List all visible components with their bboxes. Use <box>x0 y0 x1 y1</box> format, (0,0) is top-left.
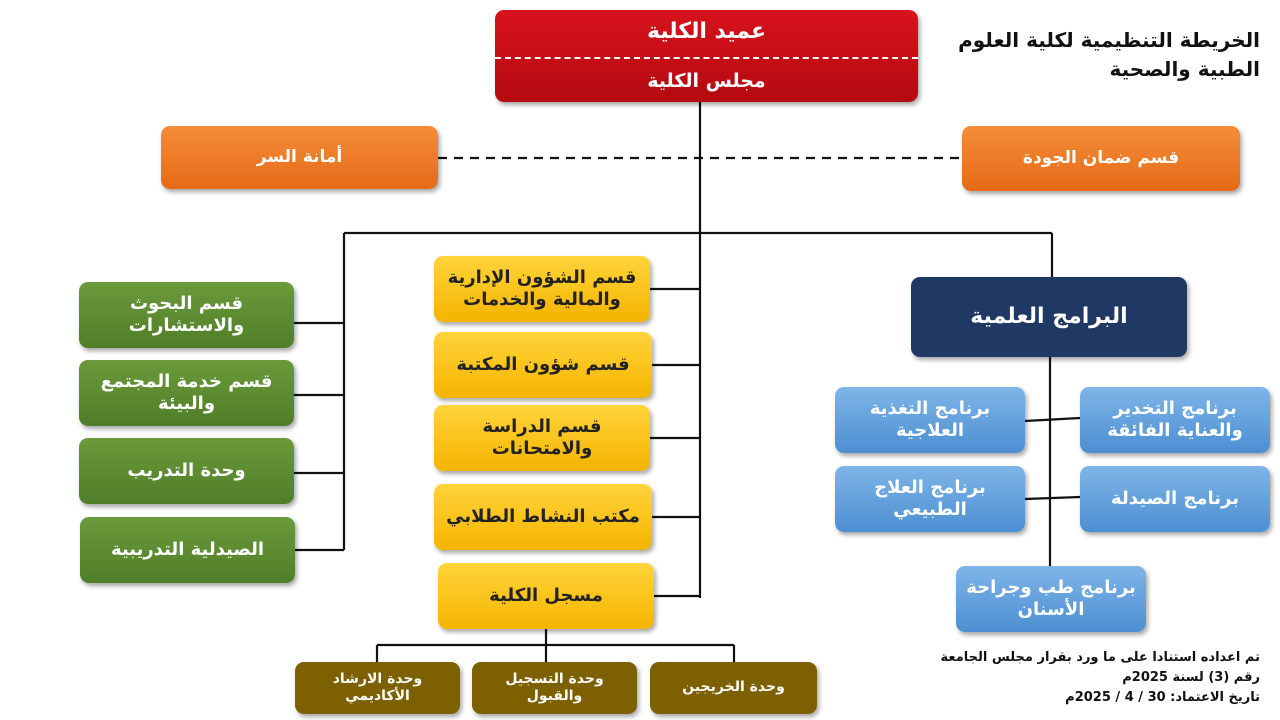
approval-date: تاريخ الاعتماد: 30 / 4 / 2025م <box>1065 690 1260 706</box>
program-box[interactable]: برنامج طب وجراحة الأسنان <box>956 566 1146 632</box>
council-title: مجلس الكلية <box>647 70 766 92</box>
quality-box[interactable]: قسم ضمان الجودة <box>962 126 1240 191</box>
programs-box[interactable]: البرامج العلمية <box>911 277 1187 357</box>
approval-note-line: تم اعداده استنادا على ما ورد بقرار مجلس … <box>940 650 1260 665</box>
left-unit-box[interactable]: وحدة التدريب <box>79 438 294 504</box>
secretariat-box[interactable]: أمانة السر <box>161 126 438 189</box>
program-box[interactable]: برنامج التخدير والعناية الفائقة <box>1080 387 1270 453</box>
dean-box[interactable]: عميد الكلية مجلس الكلية <box>495 10 918 102</box>
center-unit-box[interactable]: مكتب النشاط الطلابي <box>434 484 652 550</box>
left-unit-box[interactable]: قسم خدمة المجتمع والبيئة <box>79 360 294 426</box>
dean-title: عميد الكلية <box>646 19 767 44</box>
left-unit-box[interactable]: الصيدلية التدريبية <box>80 517 295 583</box>
registrar-box[interactable]: مسجل الكلية <box>438 563 654 629</box>
left-unit-box[interactable]: قسم البحوث والاستشارات <box>79 282 294 348</box>
program-box[interactable]: برنامج العلاج الطبيعي <box>835 466 1025 532</box>
center-unit-box[interactable]: قسم الشؤون الإدارية والمالية والخدمات <box>434 256 650 322</box>
registrar-unit-box[interactable]: وحدة الخريجين <box>650 662 817 714</box>
approval-note: تم اعداده استنادا على ما ورد بقرار مجلس … <box>905 648 1260 708</box>
program-box[interactable]: برنامج الصيدلة <box>1080 466 1270 532</box>
registrar-unit-box[interactable]: وحدة التسجيل والقبول <box>472 662 637 714</box>
dean-divider <box>495 57 918 59</box>
program-box[interactable]: برنامج التغذية العلاجية <box>835 387 1025 453</box>
chart-title: الخريطة التنظيمية لكلية العلوم الطبية وا… <box>958 28 1260 81</box>
center-unit-box[interactable]: قسم الدراسة والامتحانات <box>434 405 650 471</box>
center-unit-box[interactable]: قسم شؤون المكتبة <box>434 332 652 398</box>
registrar-unit-box[interactable]: وحدة الارشاد الأكاديمي <box>295 662 460 714</box>
approval-note-line: رقم (3) لسنة 2025م <box>1122 670 1260 686</box>
